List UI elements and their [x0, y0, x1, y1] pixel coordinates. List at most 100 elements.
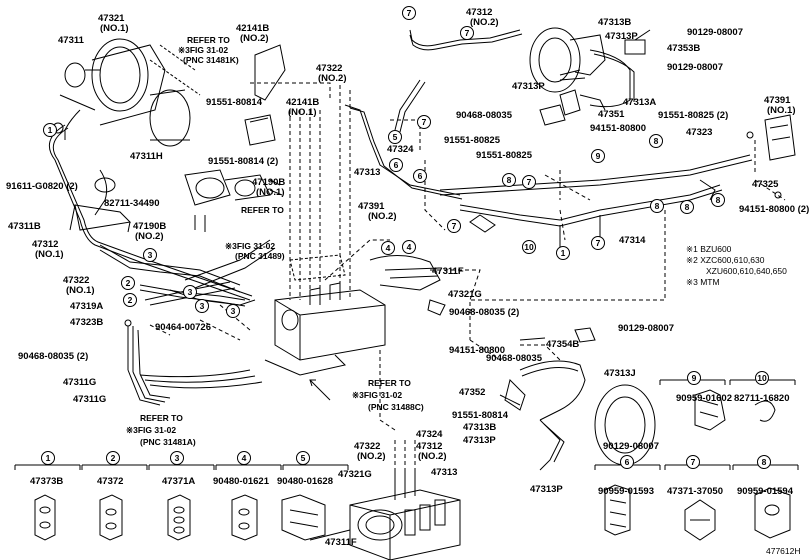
label-47311g-1: 47311G	[63, 377, 97, 388]
diagram-id: 477612H	[766, 546, 801, 556]
top-right-caliper	[529, 27, 651, 126]
label-47311f-bottom: 47311F	[325, 537, 357, 548]
callout-circle-8	[757, 455, 771, 469]
callout-number-3: 3	[188, 287, 193, 297]
label-47391-no1: 47391	[764, 95, 791, 106]
label-47312-no2-bottom: 47312	[416, 441, 443, 452]
label-47391-no1-sub: (NO.1)	[767, 105, 796, 116]
callout-circle-3	[170, 451, 184, 465]
abs-actuator-drawing	[264, 254, 446, 401]
callout-circle-7	[447, 219, 461, 233]
label-47372: 47372	[97, 476, 124, 487]
label-90129-c: 90129-08007	[618, 323, 674, 334]
note-2a: ※2 XZC600,610,630	[686, 255, 765, 265]
callout-circle-4	[381, 241, 395, 255]
label-47391-no2-sub: (NO.2)	[368, 211, 397, 222]
callout-number-3: 3	[148, 250, 153, 260]
callout-number-3: 3	[200, 301, 205, 311]
label-47311b: 47311B	[8, 221, 41, 232]
callout-circle-8	[711, 193, 725, 207]
label-47323b: 47323B	[70, 317, 104, 328]
label-90959-01594: 90959-01594	[737, 486, 793, 497]
callout-circle-4	[237, 451, 251, 465]
label-47324-bottom: 47324	[416, 429, 443, 440]
clamp-legend-lines	[14, 379, 799, 470]
label-47322-no2-bottom: 47322	[354, 441, 381, 452]
label-47322-no2: 47322	[316, 63, 343, 74]
callout-number-7: 7	[527, 177, 532, 187]
label-47311h: 47311H	[130, 151, 163, 162]
callout-number-3: 3	[175, 453, 180, 463]
label-91551-80825-a: 91551-80825	[444, 135, 500, 146]
callout-circle-7	[591, 236, 605, 250]
callout-number-9: 9	[692, 373, 697, 383]
label-42141b-no1-sub: (NO.1)	[288, 107, 317, 118]
callout-number-1: 1	[48, 125, 53, 135]
callout-circle-8	[680, 200, 694, 214]
label-47312-no2-sub: (NO.2)	[470, 17, 499, 28]
label-47323: 47323	[686, 127, 713, 138]
note-1: ※1 BZU600	[686, 244, 732, 254]
label-47313p-low: 47313P	[463, 435, 496, 446]
label-94151-b: 94151-80800 (2)	[739, 204, 810, 215]
callout-number-8: 8	[654, 136, 659, 146]
callout-circle-8	[649, 134, 663, 148]
label-47312-no2-bottom-sub: (NO.2)	[418, 451, 447, 462]
label-47313b-top: 47313B	[598, 17, 632, 28]
ref-2-line2: ※3FIG 31-02	[225, 241, 276, 251]
label-82711-34490: 82711-34490	[104, 198, 160, 209]
callout-circle-7	[460, 26, 474, 40]
label-47313a: 47313A	[623, 97, 657, 108]
callout-number-1: 1	[561, 248, 566, 258]
callout-number-6: 6	[625, 457, 630, 467]
callout-number-7: 7	[596, 238, 601, 248]
label-47313p-top: 47313P	[605, 31, 638, 42]
label-90480-01621: 90480-01621	[213, 476, 269, 487]
label-90959-01593: 90959-01593	[598, 486, 654, 497]
label-47313b-low: 47313B	[463, 422, 497, 433]
label-47313-mid: 47313	[354, 167, 381, 178]
clamp-drawings	[34, 389, 791, 541]
ref-1-line2: ※3FIG 31-02	[178, 45, 229, 55]
callout-number-1: 1	[46, 453, 51, 463]
abs-unit-bottom	[309, 470, 461, 560]
callout-number-4: 4	[386, 243, 391, 253]
callout-circle-9	[687, 371, 701, 385]
label-47371-37050: 47371-37050	[667, 486, 723, 497]
callout-circle-4	[402, 240, 416, 254]
label-90468-b: 90468-08035 (2)	[18, 351, 89, 362]
label-90480-01628: 90480-01628	[277, 476, 333, 487]
callout-circle-6	[389, 158, 403, 172]
label-47321: 47321	[98, 13, 125, 24]
label-90464: 90464-00726	[155, 322, 211, 333]
label-90129-a: 90129-08007	[687, 27, 743, 38]
label-94151-c: 94151-80800	[449, 345, 505, 356]
label-47391-no2: 47391	[358, 201, 385, 212]
label-91551-80825-2: 91551-80825 (2)	[658, 110, 729, 121]
label-47313-bottom: 47313	[431, 467, 458, 478]
label-47190b-no2-sub: (NO.2)	[135, 231, 164, 242]
ref-2-line3: (PNC 31489)	[235, 251, 285, 261]
callout-circle-7	[522, 175, 536, 189]
callout-number-2: 2	[128, 295, 133, 305]
ref-2-line1: REFER TO	[241, 205, 284, 215]
right-bracket	[746, 114, 796, 199]
ref-4-line1: REFER TO	[140, 413, 183, 423]
callout-circle-10	[522, 240, 536, 254]
label-90959-01602: 90959-01602	[676, 393, 732, 404]
callout-circle-6	[620, 455, 634, 469]
ref-3-line1: REFER TO	[368, 378, 411, 388]
callout-circle-6	[413, 169, 427, 183]
callout-number-6: 6	[418, 171, 423, 181]
callout-circle-3	[195, 299, 209, 313]
label-42141b-no1: 42141B	[286, 97, 320, 108]
label-47321g-mid: 47321G	[448, 289, 482, 300]
label-90129-b: 90129-08007	[667, 62, 723, 73]
callout-number-6: 6	[394, 160, 399, 170]
callout-number-4: 4	[407, 242, 412, 252]
callout-number-5: 5	[301, 453, 306, 463]
callout-number-2: 2	[111, 453, 116, 463]
label-91611: 91611-G0820 (2)	[6, 181, 78, 192]
